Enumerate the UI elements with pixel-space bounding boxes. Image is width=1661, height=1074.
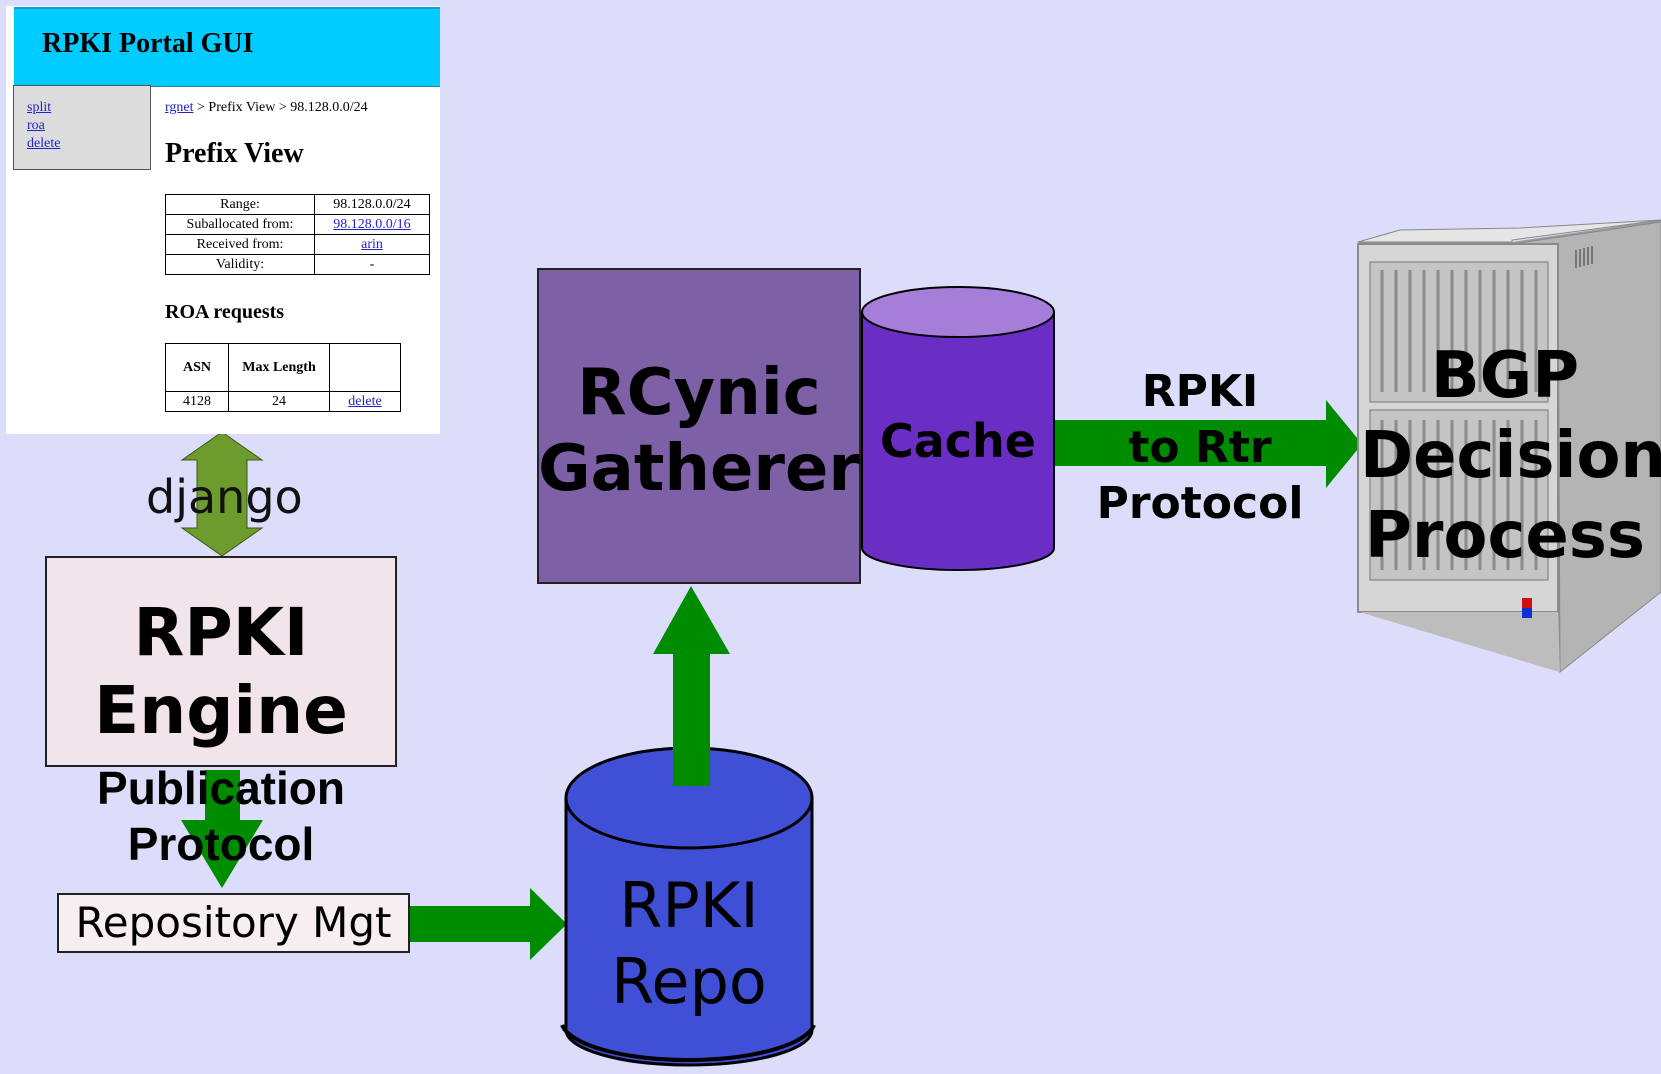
server-rack-icon (1357, 219, 1661, 674)
breadcrumb: rgnet > Prefix View > 98.128.0.0/24 (165, 100, 368, 116)
rtr-label-line: Protocol (1096, 478, 1304, 529)
rpki-engine-label: RPKI Engine (45, 594, 397, 750)
cache-cylinder (861, 286, 1055, 571)
cache-to-bgp-arrow (1048, 400, 1362, 488)
publication-label-line: Protocol (127, 818, 315, 870)
received-label: Received from: (165, 234, 315, 255)
max-length-cell: 24 (228, 391, 330, 412)
received-cell: arin (314, 234, 430, 255)
table-header-row: ASN Max Length (165, 343, 401, 392)
cache-label: Cache (879, 414, 1036, 468)
asn-cell: 4128 (165, 391, 229, 412)
repo-to-gatherer-arrow (653, 586, 730, 786)
gatherer-label-line: RCynic (577, 356, 821, 430)
table-row: Suballocated from: 98.128.0.0/16 (165, 214, 430, 235)
breadcrumb-path: > Prefix View > 98.128.0.0/24 (193, 100, 368, 115)
rpki-to-rtr-protocol-label: RPKI to Rtr Protocol (1090, 364, 1310, 532)
roa-delete-link[interactable]: delete (348, 393, 382, 409)
breadcrumb-rgnet-link[interactable]: rgnet (165, 100, 194, 115)
repository-mgt-box (57, 893, 410, 953)
validity-value: - (314, 254, 430, 275)
engine-label-line: Engine (94, 672, 348, 749)
bgp-decision-process-label: BGP Decision Process (1360, 336, 1661, 576)
validity-label: Validity: (165, 254, 315, 275)
action-cell: delete (329, 391, 401, 412)
rcynic-gatherer-box (537, 268, 861, 584)
rpki-engine-box (45, 556, 397, 767)
range-value: 98.128.0.0/24 (314, 194, 430, 215)
action-header (329, 343, 401, 392)
delete-link[interactable]: delete (27, 136, 61, 151)
roa-requests-table: ASN Max Length 4128 24 delete (165, 343, 401, 412)
asn-header: ASN (165, 343, 229, 392)
roa-link[interactable]: roa (27, 118, 45, 133)
repo-label-line: RPKI (619, 869, 759, 942)
table-row: Validity: - (165, 254, 430, 275)
max-length-header: Max Length (228, 343, 330, 392)
publication-down-arrow (181, 770, 263, 888)
range-label: Range: (165, 194, 315, 215)
repo-cylinder (560, 746, 816, 1067)
table-row: 4128 24 delete (165, 391, 401, 412)
rcynic-gatherer-label: RCynic Gatherer (537, 355, 861, 507)
repomgt-to-repo-arrow (410, 888, 567, 960)
page-title: Prefix View (165, 138, 304, 169)
rpki-repo-label: RPKI Repo (565, 868, 813, 1020)
roa-requests-heading: ROA requests (165, 301, 285, 323)
engine-label-line: RPKI (133, 594, 309, 671)
suballocated-cell: 98.128.0.0/16 (314, 214, 430, 235)
rtr-label-line: RPKI (1141, 366, 1259, 417)
received-from-link[interactable]: arin (361, 236, 383, 252)
suballocated-label: Suballocated from: (165, 214, 315, 235)
portal-screenshot: RPKI Portal GUI split roa delete rgnet >… (6, 6, 440, 434)
bgp-label-line: Decision (1360, 419, 1661, 493)
sidebar-links: split roa delete (27, 99, 60, 153)
bgp-label-line: Process (1365, 499, 1645, 573)
suballocated-link[interactable]: 98.128.0.0/16 (333, 216, 411, 232)
repository-mgt-label: Repository Mgt (75, 898, 392, 947)
rtr-label-line: to Rtr (1128, 422, 1272, 473)
prefix-info-table: Range: 98.128.0.0/24 Suballocated from: … (165, 194, 430, 275)
bgp-label-line: BGP (1430, 339, 1580, 413)
table-row: Received from: arin (165, 234, 430, 255)
django-label: django (146, 470, 303, 524)
portal-sidebar (13, 85, 151, 170)
publication-label-line: Publication (97, 762, 345, 814)
gatherer-label-line: Gatherer (538, 432, 860, 506)
repo-label-line: Repo (611, 945, 767, 1018)
publication-protocol-label: Publication Protocol (45, 760, 397, 872)
portal-title: RPKI Portal GUI (42, 28, 254, 59)
split-link[interactable]: split (27, 100, 52, 115)
table-row: Range: 98.128.0.0/24 (165, 194, 430, 215)
portal-header (14, 7, 440, 87)
